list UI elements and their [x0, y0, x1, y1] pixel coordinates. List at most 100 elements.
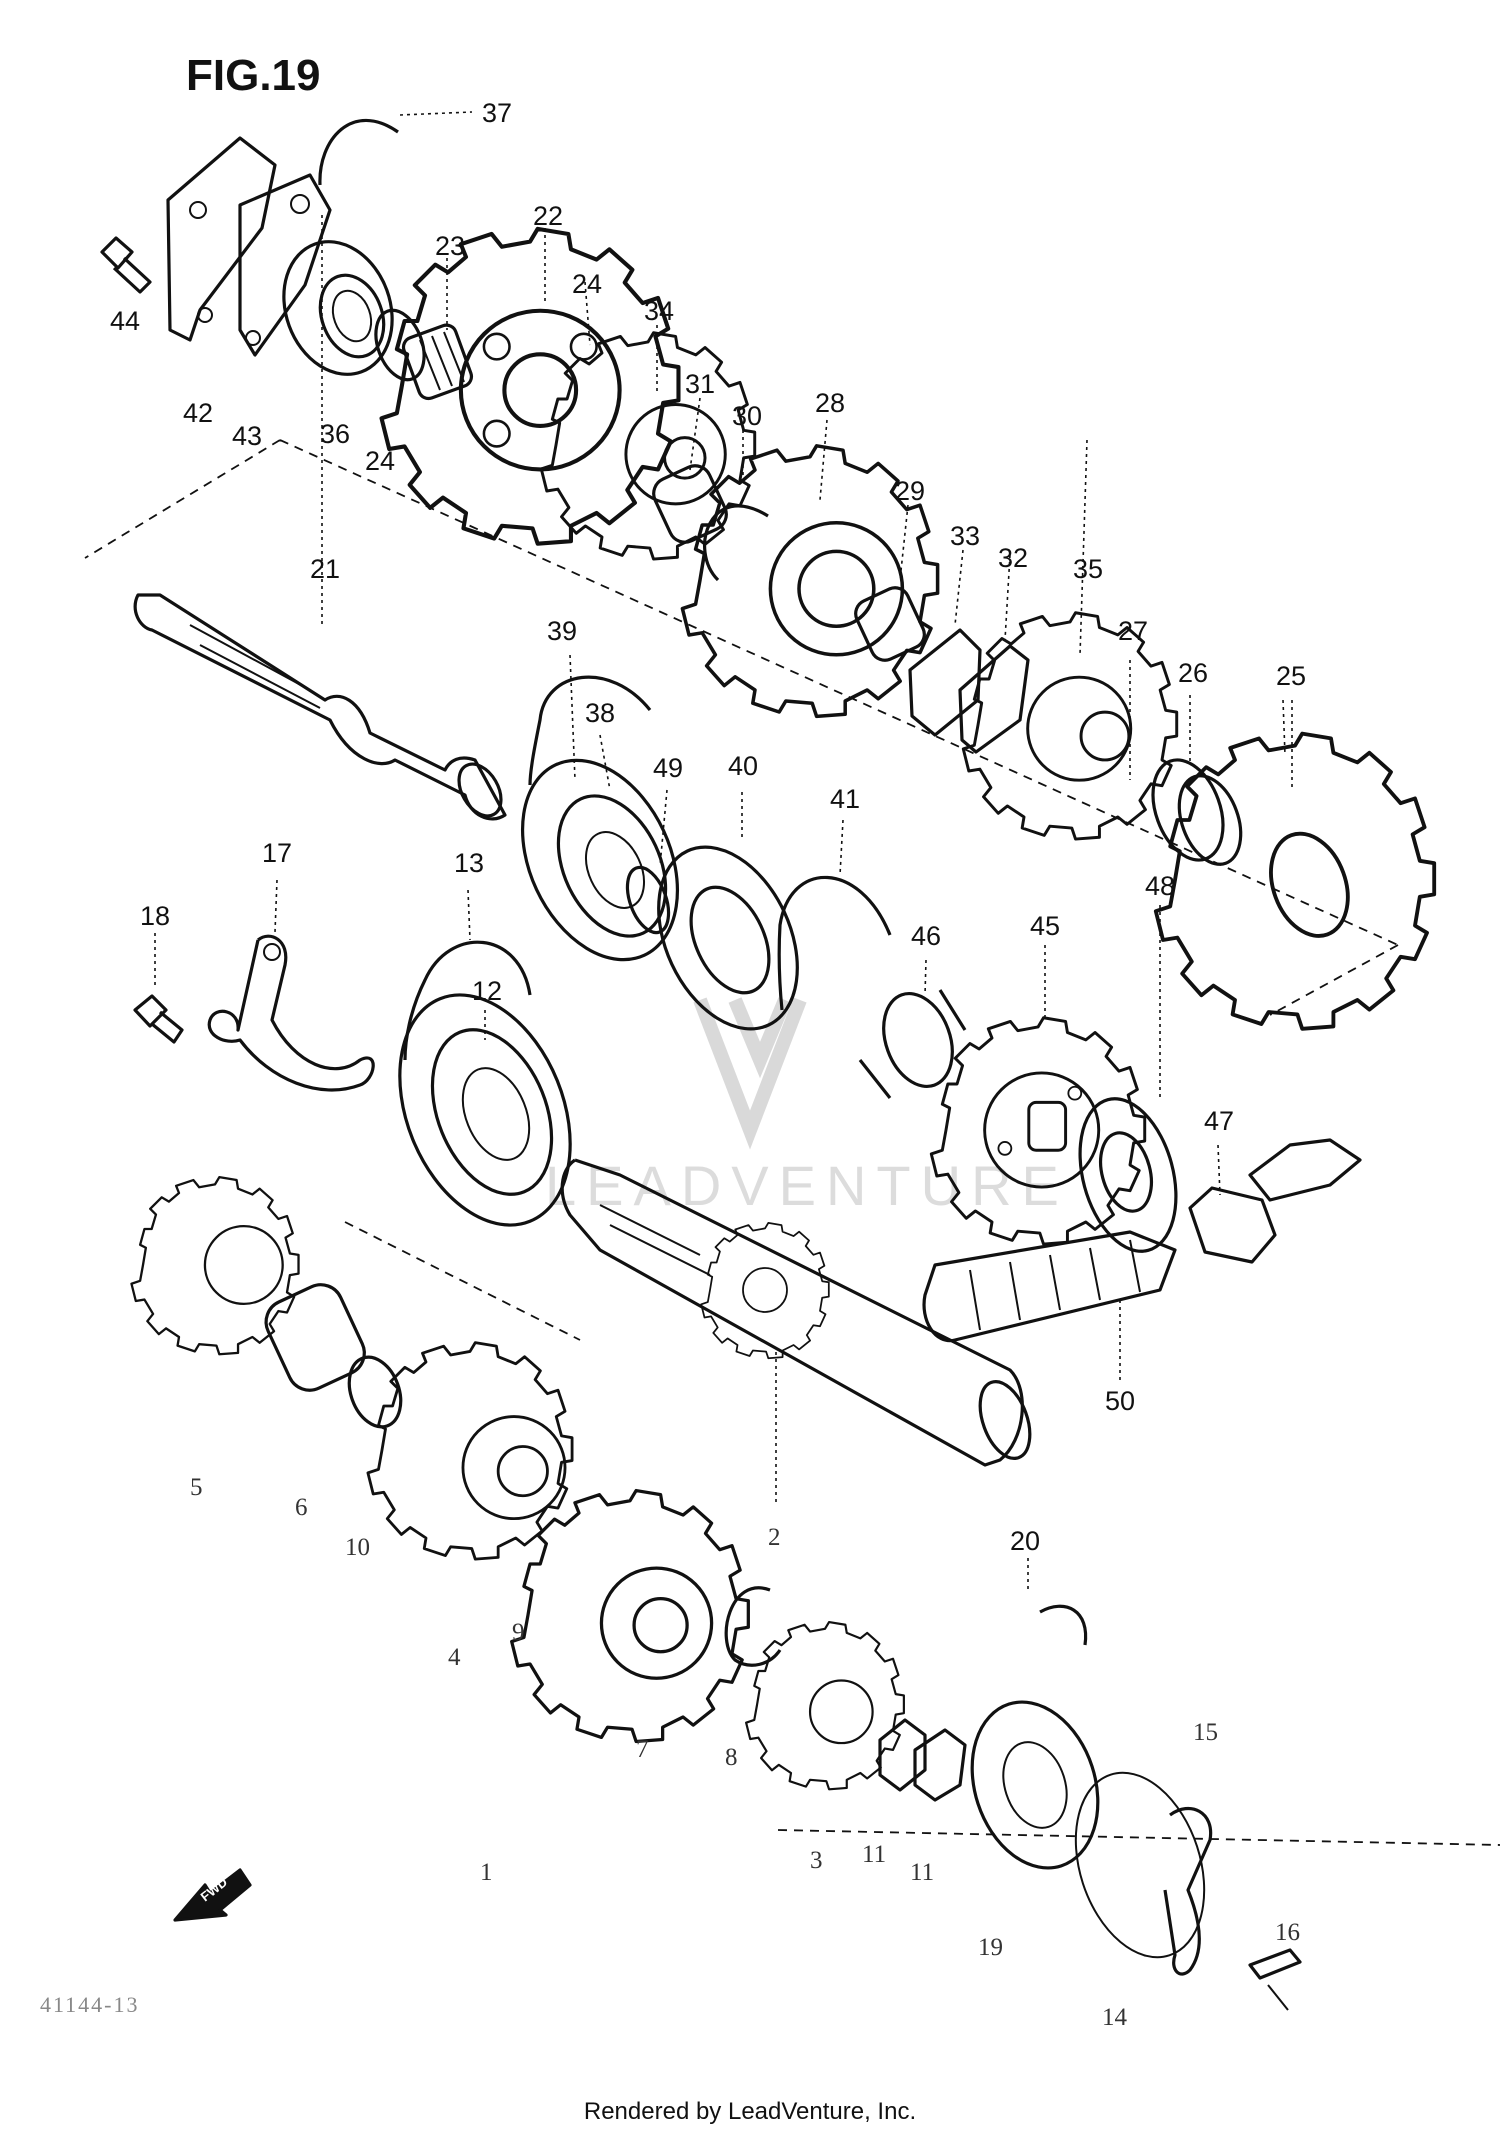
needle-bearing-23	[401, 323, 474, 401]
bearing-retainer-plate-43	[238, 173, 332, 357]
gear-25	[1153, 731, 1437, 1031]
callout-35: 35	[1073, 554, 1103, 584]
callout-17: 17	[262, 838, 292, 868]
bearing-38	[520, 758, 680, 962]
washer-24-left	[374, 308, 426, 382]
callout-30: 30	[732, 401, 762, 431]
watermark-text: LEADVENTURE	[545, 1154, 1069, 1217]
leadventure-watermark: LEADVENTURE	[545, 997, 1069, 1217]
circlip-41	[777, 875, 892, 1011]
callout-22: 22	[533, 201, 563, 231]
callout-50: 50	[1105, 1386, 1135, 1416]
bolt-18	[133, 994, 184, 1044]
lock-washer-48	[1078, 1097, 1178, 1253]
driveshaft-2	[560, 1158, 1032, 1467]
callout-46: 46	[911, 921, 941, 951]
callout-41: 41	[830, 784, 860, 814]
callout-33: 33	[950, 521, 980, 551]
callout-25: 25	[1276, 661, 1306, 691]
bearing-15	[970, 1700, 1100, 1870]
lock-washer-32	[958, 644, 1030, 754]
gear-22	[382, 229, 679, 544]
callout-28: 28	[815, 388, 845, 418]
callout-9: 9	[512, 1619, 525, 1646]
callout-31: 31	[685, 369, 715, 399]
circlip-7	[724, 1586, 782, 1667]
callout-49: 49	[653, 753, 683, 783]
callout-8: 8	[725, 1744, 738, 1771]
bushing-6	[264, 1283, 366, 1392]
callout-34: 34	[644, 296, 674, 326]
callout-44: 44	[110, 306, 140, 336]
circlip-20	[1039, 1604, 1088, 1646]
bushing-26	[1151, 758, 1243, 866]
callout-15: 15	[1193, 1719, 1218, 1746]
shift-arm-17	[207, 934, 375, 1092]
callout-23: 23	[435, 231, 465, 261]
shift-arm-16	[1163, 1806, 1213, 1976]
corner-part-code: 41144-13	[40, 1992, 140, 2017]
gear-35	[961, 611, 1179, 841]
callout-48: 48	[1145, 871, 1175, 901]
callout-2: 2	[768, 1524, 781, 1551]
callout-3: 3	[810, 1847, 823, 1874]
callout-32: 32	[998, 543, 1028, 573]
gear-4	[510, 1488, 750, 1744]
callout-37: 37	[482, 98, 512, 128]
callout-6: 6	[295, 1494, 308, 1521]
callout-11-a: 11	[862, 1841, 886, 1868]
callout-39: 39	[547, 616, 577, 646]
callout-4: 4	[448, 1644, 461, 1671]
callout-16: 16	[1275, 1919, 1300, 1946]
bearing-12	[398, 993, 572, 1227]
bearing-retainer-plate-42	[166, 136, 277, 342]
callout-47: 47	[1204, 1106, 1234, 1136]
callout-24-upper: 24	[572, 269, 602, 299]
callout-21: 21	[310, 554, 340, 584]
callout-14: 14	[1102, 2004, 1128, 2031]
callout-45: 45	[1030, 911, 1060, 941]
callout-11-b: 11	[910, 1859, 934, 1886]
callout-7: 7	[636, 1736, 649, 1763]
callout-43: 43	[232, 421, 262, 451]
o-ring-49	[625, 865, 671, 935]
circlip-39	[528, 675, 652, 786]
callout-18: 18	[140, 901, 170, 931]
circlip-37	[318, 111, 473, 186]
callout-numbers: 37 22 23 24 34 31 30 28 44 42 43 36 24 2…	[110, 98, 1306, 2031]
bolt-44	[100, 236, 152, 294]
oil-seal-19	[1074, 1771, 1206, 1959]
gear-8	[745, 1620, 905, 1791]
circlip-13	[403, 940, 532, 1061]
gear-on-shaft-2	[700, 1222, 830, 1360]
callout-26: 26	[1178, 658, 1208, 688]
gear-5	[130, 1176, 300, 1356]
washer-10	[347, 1355, 403, 1429]
callout-12: 12	[472, 976, 502, 1006]
callout-1: 1	[480, 1859, 493, 1886]
footer-credit: Rendered by LeadVenture, Inc.	[583, 2098, 917, 2125]
gear-9	[366, 1341, 574, 1561]
figure-title: FIG.19	[186, 51, 321, 100]
callout-36: 36	[320, 419, 350, 449]
nut-47	[1188, 1186, 1277, 1264]
callout-38: 38	[585, 698, 615, 728]
lock-washer-11	[913, 1728, 967, 1802]
drive-chain-50	[922, 1138, 1362, 1343]
leader-lines	[154, 215, 1293, 1590]
bolt-14	[1248, 1948, 1302, 2011]
callout-19: 19	[978, 1934, 1003, 1961]
callout-40: 40	[728, 751, 758, 781]
sprocket-45	[929, 1016, 1147, 1246]
lock-washer-3	[878, 1718, 927, 1792]
lower-assembly-line	[344, 1221, 1500, 1846]
fwd-arrow-icon: FWD	[173, 1868, 252, 1922]
callout-13: 13	[454, 848, 484, 878]
bearing-36	[282, 240, 394, 376]
callout-20: 20	[1010, 1526, 1040, 1556]
countershaft-21	[133, 593, 507, 821]
callout-24-lower: 24	[365, 446, 395, 476]
gear-34	[539, 331, 757, 561]
